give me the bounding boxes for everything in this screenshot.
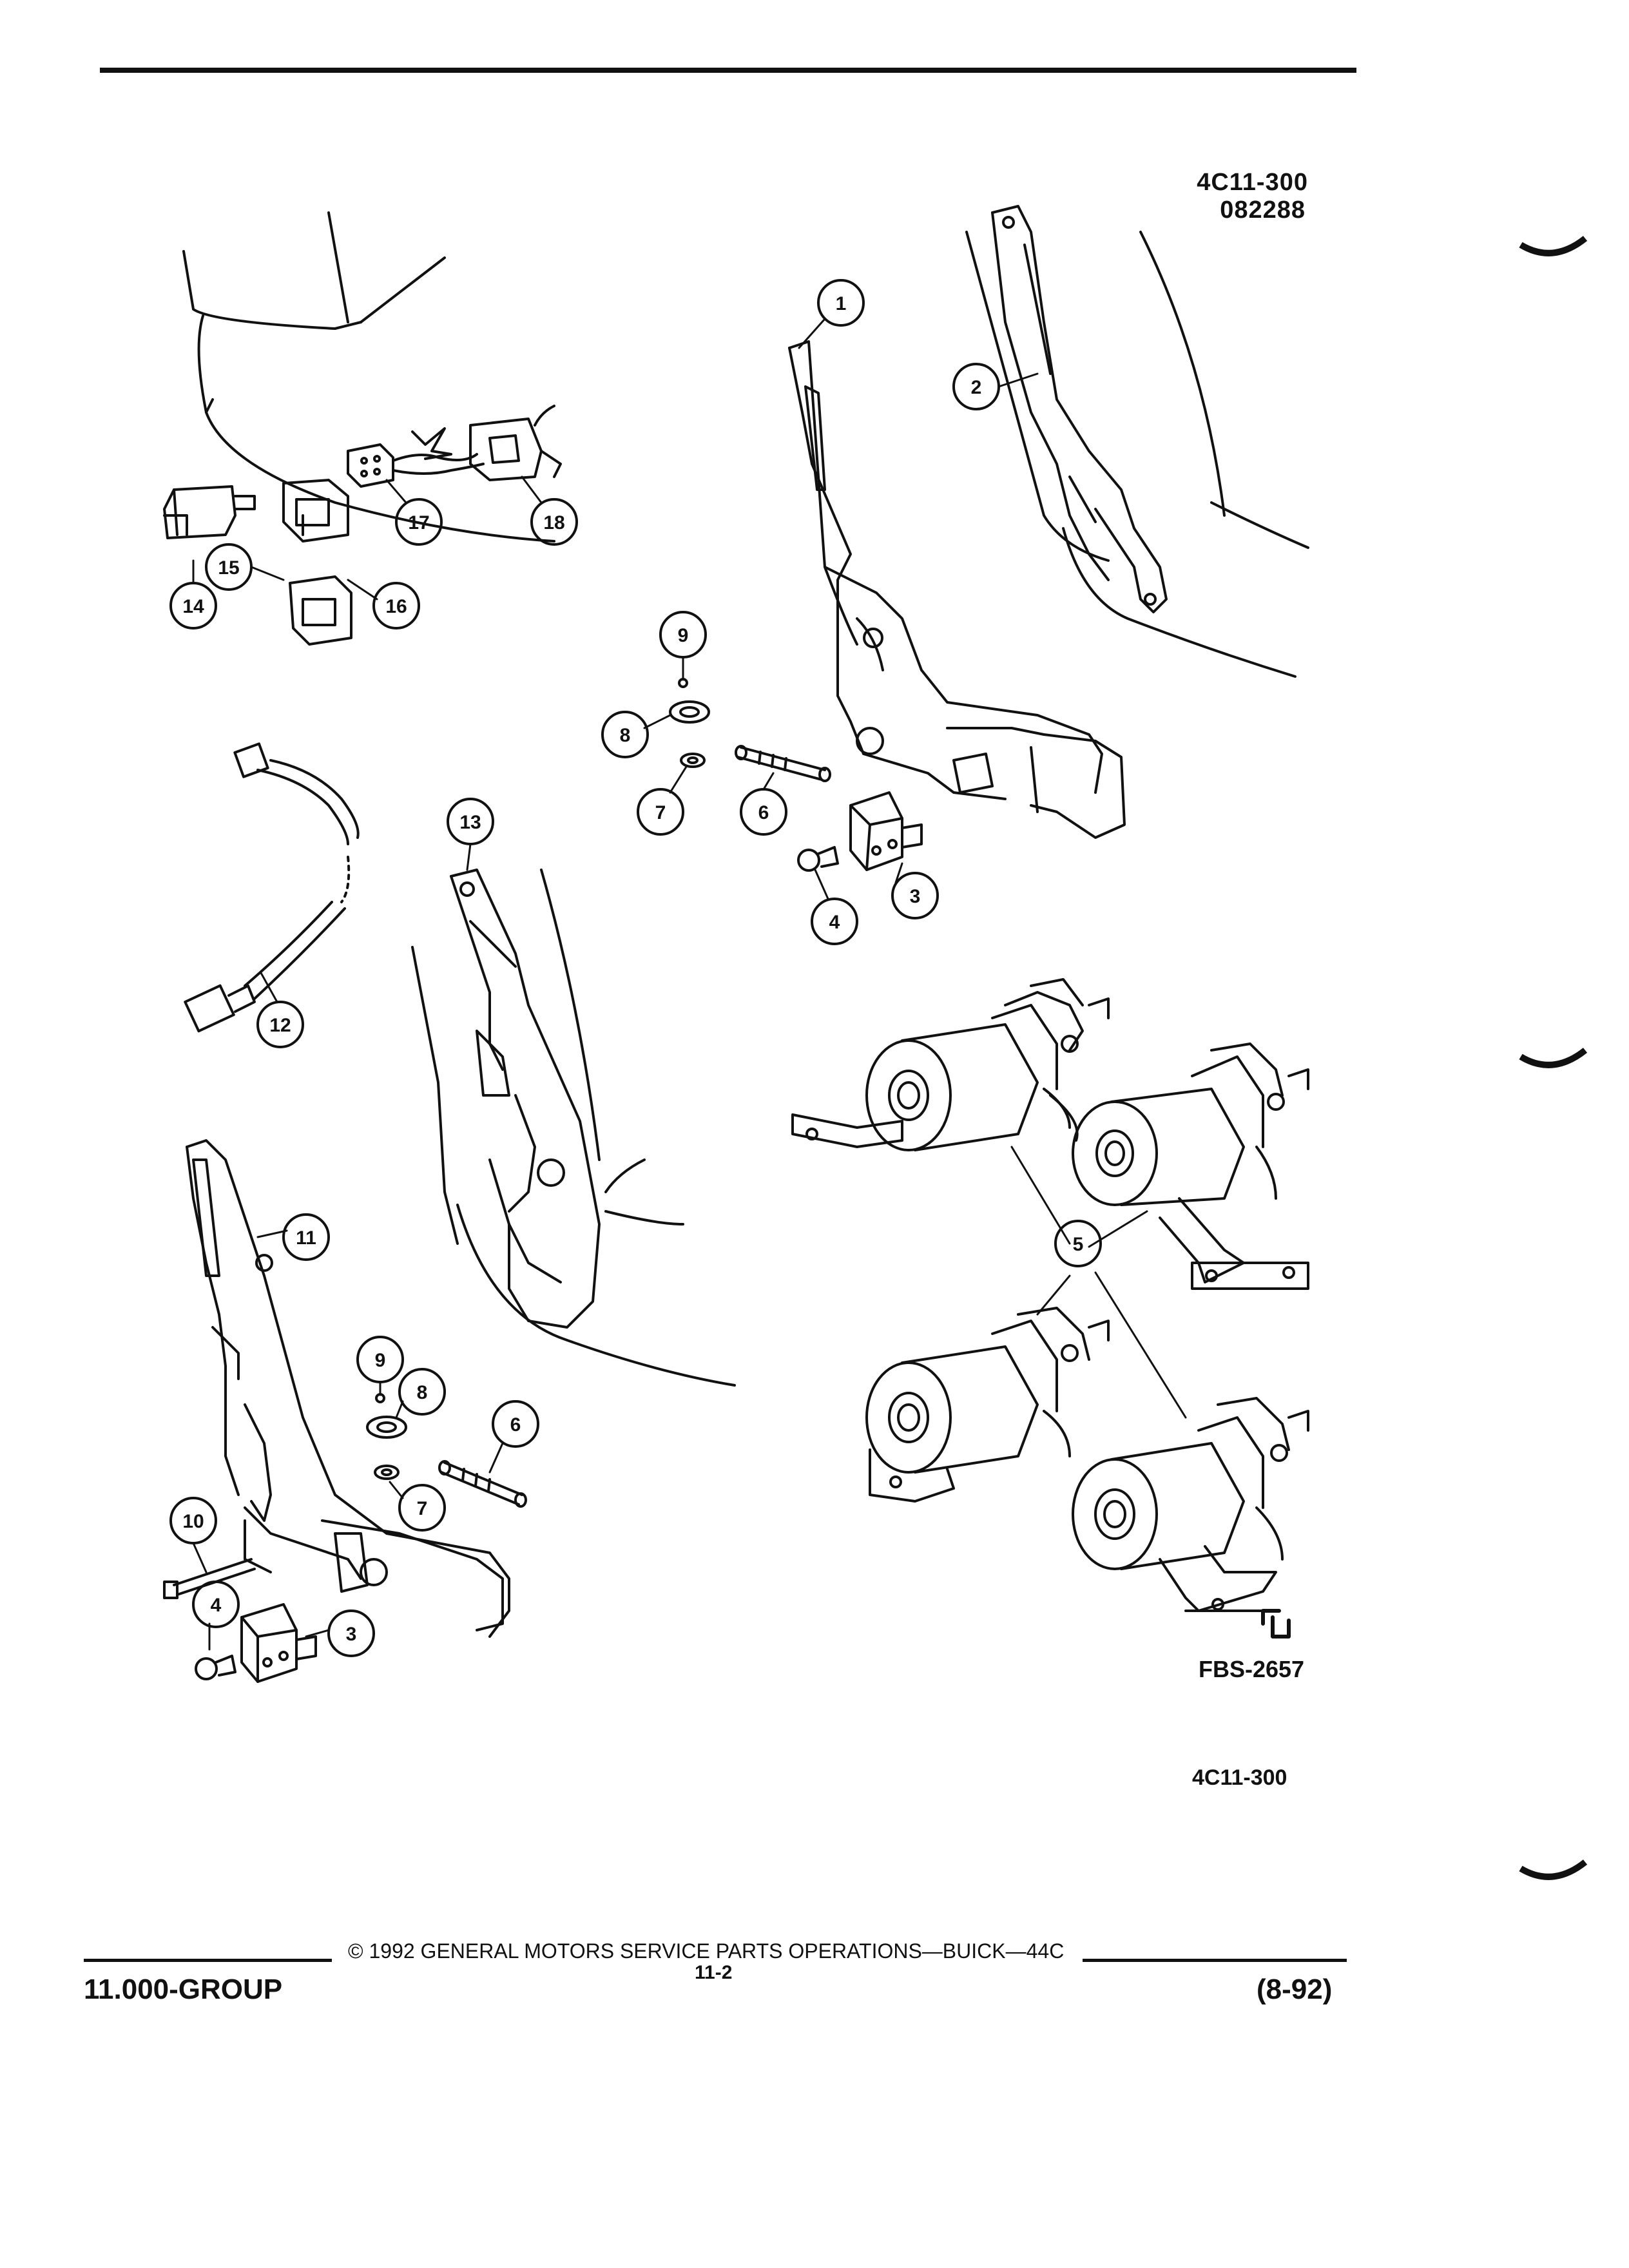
callout-label: 7 — [655, 802, 666, 823]
top-rule — [100, 68, 1356, 73]
callout-label: 9 — [678, 625, 689, 646]
washers-lower — [366, 1393, 407, 1480]
callout-label: 18 — [543, 512, 564, 533]
callout-label: 11 — [296, 1227, 316, 1249]
mounting-bracket-upper — [797, 791, 923, 872]
callout-label: 15 — [218, 557, 239, 579]
seat-back-frame-left — [450, 869, 601, 1329]
leader-lines — [192, 318, 1039, 1651]
margin-marks — [1519, 236, 1588, 1880]
callout-bubbles — [169, 279, 1102, 1657]
seat-back-frame-right — [788, 340, 1126, 839]
group-label: 11.000-GROUP — [84, 1974, 283, 2005]
callout-label: 12 — [269, 1015, 291, 1036]
figure-code: FBS-2657 — [1199, 1656, 1305, 1682]
diagram-code-bottom: 4C11-300 — [1192, 1765, 1287, 1790]
callout-label: 10 — [182, 1511, 204, 1532]
bolt-lower — [163, 1558, 256, 1599]
callout-label: 1 — [836, 293, 847, 314]
mounting-bracket-lower — [195, 1603, 317, 1683]
footer-rule-left — [84, 1959, 332, 1962]
diagram-date-code: 082288 — [1220, 197, 1306, 224]
diagram-code: 4C11-300 — [1197, 169, 1308, 196]
callout-label: 7 — [417, 1498, 428, 1519]
pivot-shaft-upper — [735, 745, 831, 782]
callout-label: 2 — [971, 377, 982, 398]
wiring-harness-connector — [347, 405, 562, 488]
callout-label: 6 — [758, 802, 769, 823]
seat-back-outline-left — [411, 869, 736, 1387]
callout-label: 8 — [620, 725, 631, 746]
callout-label: 14 — [182, 596, 204, 617]
callout-label: 9 — [375, 1350, 386, 1371]
callout-label: 4 — [211, 1595, 222, 1616]
seat-back-outline-right — [965, 231, 1309, 678]
callout-label: 16 — [385, 596, 407, 617]
callout-numbers: 1 2 3 4 5 6 7 8 9 10 11 12 13 14 15 16 1… — [182, 293, 1083, 1645]
callout-label: 17 — [408, 512, 429, 533]
gm-logo-mark — [1261, 1609, 1291, 1639]
revision-date: (8-92) — [1257, 1974, 1333, 2005]
pivot-shaft-lower — [438, 1460, 527, 1508]
footer-rule-right — [1083, 1959, 1347, 1962]
seat-adjuster-motors — [791, 978, 1309, 1612]
seat-back-rail-right — [991, 205, 1168, 613]
callout-label: 3 — [910, 886, 921, 907]
page-number: 11-2 — [695, 1962, 733, 1983]
washers-upper — [669, 678, 710, 768]
callout-label: 5 — [1073, 1234, 1084, 1255]
callout-label: 13 — [459, 812, 481, 833]
seat-switch-assemblies — [163, 479, 352, 646]
drive-cable — [184, 742, 360, 1033]
callout-label: 8 — [417, 1382, 428, 1403]
callout-label: 6 — [510, 1414, 521, 1436]
callout-label: 4 — [829, 912, 840, 933]
seat-cushion-outline — [182, 211, 555, 543]
copyright-line: © 1992 GENERAL MOTORS SERVICE PARTS OPER… — [348, 1939, 1065, 1963]
seat-back-frame-lower — [186, 1139, 510, 1638]
callout-label: 3 — [346, 1624, 357, 1645]
